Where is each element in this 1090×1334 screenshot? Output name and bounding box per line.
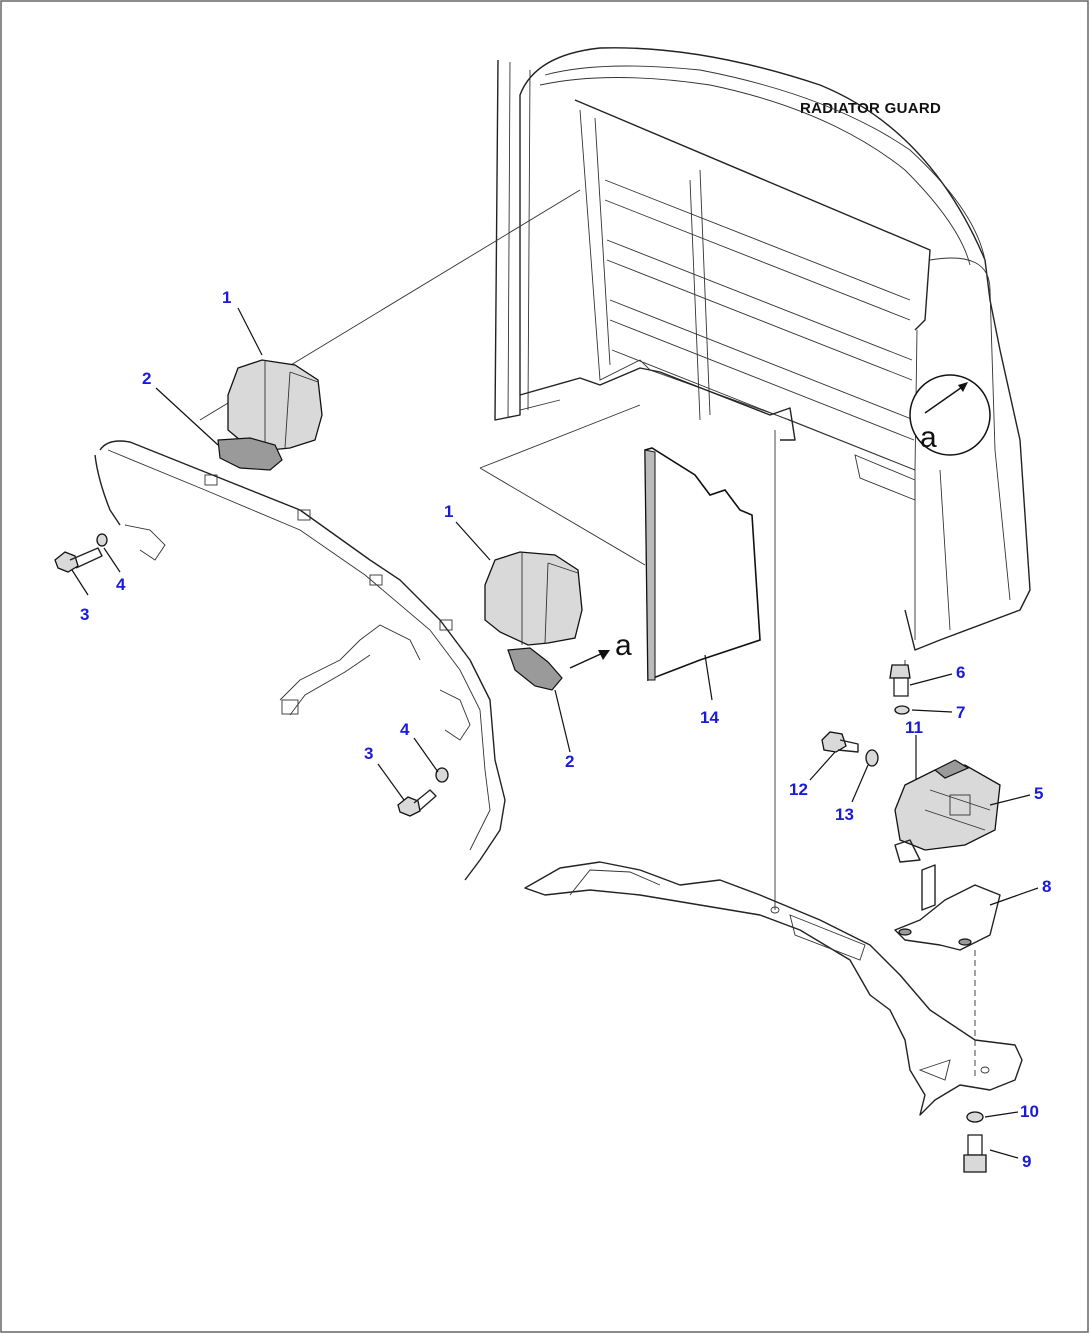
callout-10: 10 (1020, 1102, 1039, 1121)
callout-4-upper: 4 (116, 575, 126, 594)
radiator-guard (494, 47, 1031, 651)
callout-8: 8 (1042, 877, 1051, 896)
callout-13: 13 (835, 805, 854, 824)
callout-7: 7 (956, 703, 965, 722)
callout-3-upper: 3 (80, 605, 89, 624)
washer-bottom (966, 1111, 984, 1123)
callout-9: 9 (1022, 1152, 1031, 1171)
callout-2-upper: 2 (142, 369, 151, 388)
bolt-lower (397, 789, 437, 817)
washer-lower (435, 767, 449, 783)
callout-11: 11 (905, 718, 923, 737)
washer-top (894, 705, 910, 715)
washer-side (865, 749, 879, 767)
frame-member (524, 861, 1023, 1116)
bolt-bottom (963, 1134, 987, 1173)
bolt-side (821, 731, 859, 753)
detail-a-view: a (909, 374, 991, 456)
mounting-bracket (894, 864, 1001, 951)
leader-lines (71, 307, 1039, 1159)
callout-1-upper: 1 (222, 288, 231, 307)
washer-upper (96, 533, 108, 547)
callout-6: 6 (956, 663, 965, 682)
work-lamp-lower: a (484, 551, 632, 691)
bolt-upper (54, 547, 103, 573)
wiring-harness (94, 440, 506, 881)
cover-plate (644, 447, 761, 682)
callout-12: 12 (789, 780, 808, 799)
callout-14: 14 (700, 708, 719, 727)
work-lamp-upper (217, 359, 323, 471)
callout-1-lower: 1 (444, 502, 453, 521)
detail-a-letter: a (920, 421, 937, 454)
detail-a-pointer: a (615, 629, 632, 662)
control-module (894, 759, 1001, 863)
callout-4-lower: 4 (400, 720, 410, 739)
bolt-top (889, 664, 911, 697)
callout-5: 5 (1034, 784, 1043, 803)
callout-3-lower: 3 (364, 744, 373, 763)
callout-2-lower: 2 (565, 752, 574, 771)
diagram-title: RADIATOR GUARD (800, 100, 941, 117)
